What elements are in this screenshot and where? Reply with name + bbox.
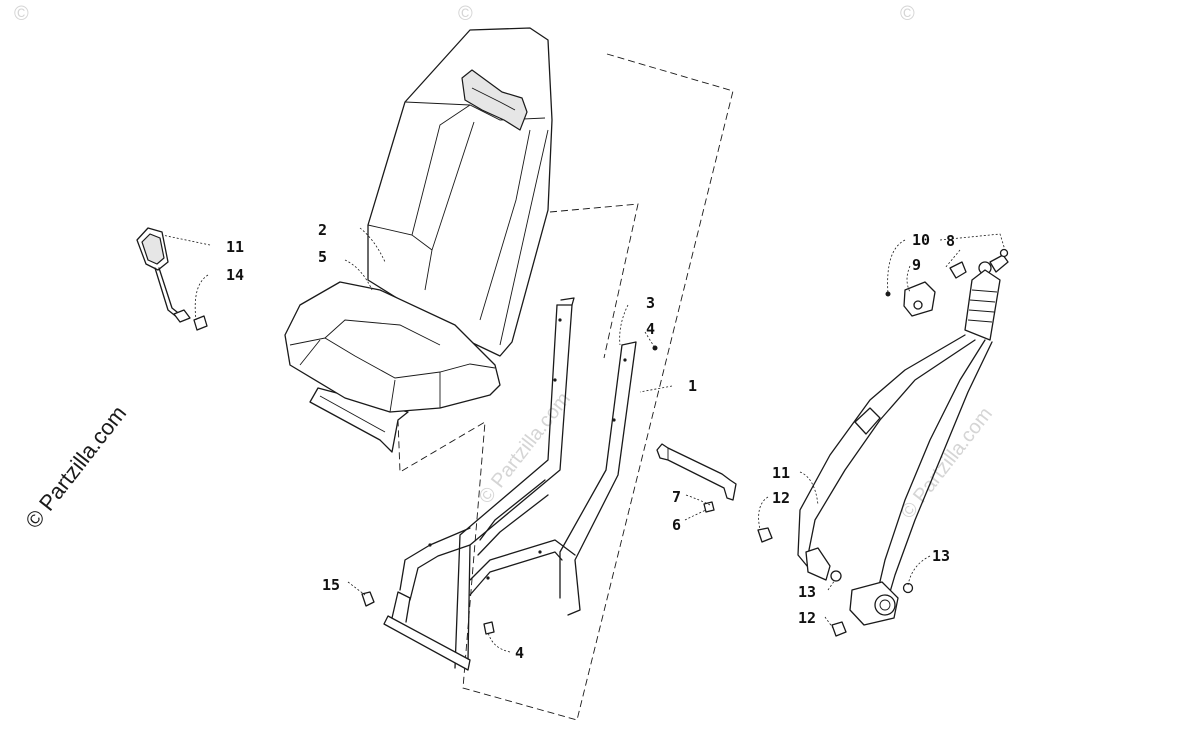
callout-11-right: 11 (772, 464, 790, 482)
faint-watermark-right: © Partzilla.com (897, 403, 997, 523)
corner-watermark-3: © (900, 3, 915, 25)
leader-lines (161, 227, 1006, 653)
frame-hardware (361, 345, 715, 635)
callout-11-left: 11 (226, 238, 244, 256)
bracket (656, 443, 737, 501)
corner-watermark-1: © (14, 3, 29, 25)
callout-3: 3 (646, 294, 655, 312)
callout-13-left: 13 (798, 583, 816, 601)
seat-belt-right (757, 248, 1009, 637)
corner-watermark-2: © (458, 3, 473, 25)
callout-5: 5 (318, 248, 327, 266)
callout-12-top: 12 (772, 489, 790, 507)
callout-13-right: 13 (932, 547, 950, 565)
seat-frame (383, 297, 637, 671)
seat-assembly-boundary (397, 53, 734, 721)
callout-6: 6 (672, 516, 681, 534)
callout-4-top: 4 (646, 320, 655, 338)
callout-9: 9 (912, 256, 921, 274)
callout-2: 2 (318, 221, 327, 239)
seat-belt-left (136, 227, 208, 331)
callout-12-bottom: 12 (798, 609, 816, 627)
main-watermark: © Partzilla.com (20, 401, 131, 533)
seat (284, 27, 553, 453)
callout-1: 1 (688, 377, 697, 395)
callout-7: 7 (672, 488, 681, 506)
callout-4-bottom: 4 (515, 644, 524, 662)
callout-10: 10 (912, 231, 930, 249)
callouts: 2 5 11 14 3 4 1 7 6 8 10 9 11 12 13 13 1… (226, 221, 955, 662)
callout-15: 15 (322, 576, 340, 594)
callout-14: 14 (226, 266, 244, 284)
callout-8: 8 (946, 232, 955, 250)
faint-watermark-center: © Partzilla.com (475, 388, 575, 508)
